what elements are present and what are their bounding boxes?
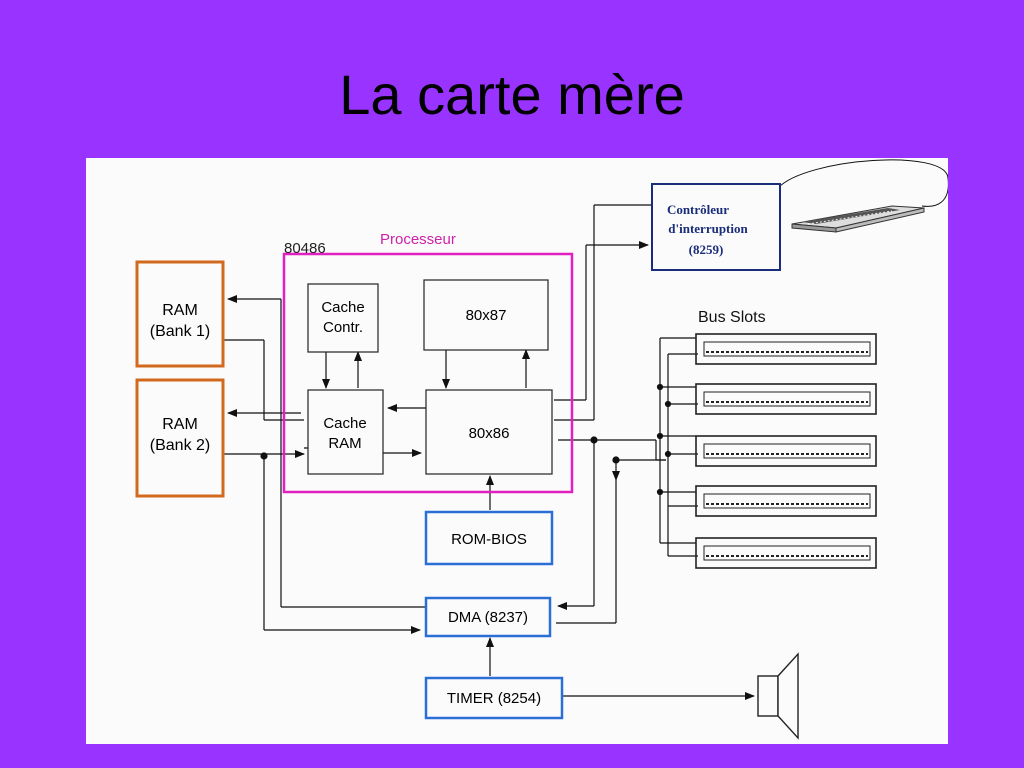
bus-slot-1	[695, 333, 877, 365]
fpu-80x87: 80x87	[423, 279, 549, 351]
cache-controller-line1: Cache	[321, 299, 364, 316]
dma-controller: DMA (8237)	[424, 596, 552, 638]
speaker-icon	[757, 652, 799, 740]
ram-bank-1-line2: (Bank 1)	[150, 323, 210, 340]
bus-slots	[695, 333, 877, 569]
bus-slots-label: Bus Slots	[698, 309, 766, 326]
rom-bios: ROM-BIOS	[424, 510, 554, 566]
cache-ram-line1: Cache	[323, 415, 366, 432]
bus-slot-4	[695, 485, 877, 517]
bus-slot-5	[695, 537, 877, 569]
motherboard-diagram: RAM (Bank 1) RAM (Bank 2) Processeur 804…	[86, 158, 949, 744]
interrupt-controller: Contrôleur d'interruption (8259)	[651, 183, 781, 271]
interrupt-line2: d'interruption	[668, 221, 748, 236]
bus-slot-3	[695, 435, 877, 467]
fpu-label: 80x87	[466, 307, 507, 324]
keyboard-icon	[791, 205, 925, 233]
interrupt-line3: (8259)	[689, 242, 724, 257]
rom-bios-label: ROM-BIOS	[451, 531, 527, 548]
processor-block: Processeur 80486	[282, 231, 574, 494]
cpu-model-label: 80486	[284, 240, 326, 257]
ram-bank-2: RAM (Bank 2)	[135, 378, 225, 498]
slide-title: La carte mère	[339, 63, 685, 126]
ram-bank-1-line1: RAM	[162, 302, 198, 319]
timer-label: TIMER (8254)	[447, 690, 541, 707]
bus-slot-2	[695, 383, 877, 415]
cache-controller: Cache Contr.	[307, 283, 379, 353]
cache-controller-line2: Contr.	[323, 319, 363, 336]
cache-ram: Cache RAM	[307, 389, 384, 475]
ram-bank-1: RAM (Bank 1)	[135, 260, 225, 368]
interrupt-line1: Contrôleur	[667, 202, 729, 217]
ram-bank-2-line2: (Bank 2)	[150, 437, 210, 454]
cache-ram-line2: RAM	[328, 435, 361, 452]
ram-bank-2-line1: RAM	[162, 416, 198, 433]
cpu-80x86: 80x86	[425, 389, 553, 475]
cpu-label: 80x86	[469, 425, 510, 442]
timer: TIMER (8254)	[424, 676, 564, 720]
processor-label: Processeur	[380, 231, 456, 248]
dma-label: DMA (8237)	[448, 609, 528, 626]
